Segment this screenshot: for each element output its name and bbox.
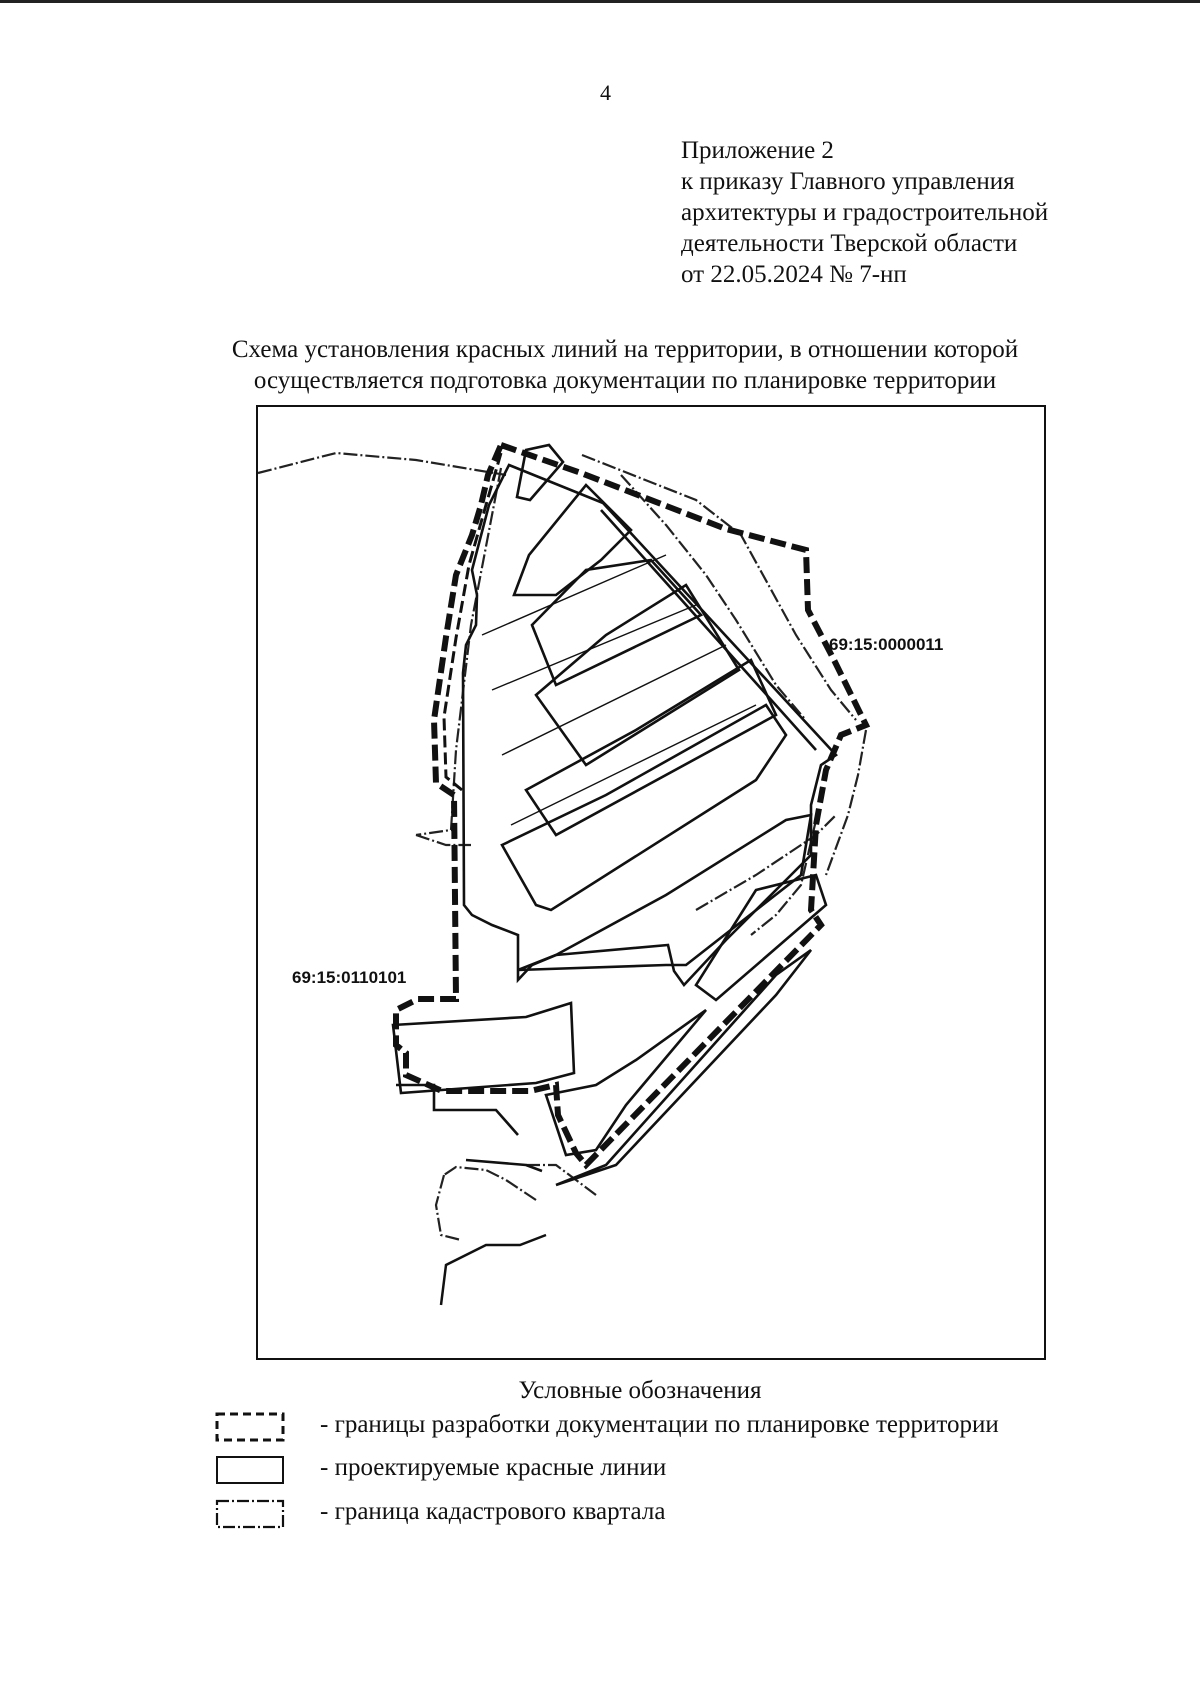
- block: [515, 443, 565, 502]
- block: [524, 658, 778, 837]
- block: [534, 583, 741, 767]
- cadastral-number-west: 69:15:0110101: [292, 968, 406, 987]
- block: [694, 873, 828, 1002]
- page-number: 4: [600, 80, 611, 105]
- appendix-line: к приказу Главного управления: [681, 168, 1015, 195]
- appendix-line: архитектуры и градостроительной: [681, 199, 1049, 226]
- block: [555, 948, 813, 1187]
- designed-red-lines: [391, 443, 838, 1187]
- dash-dot-boundary-swatch: [215, 1499, 285, 1529]
- appendix-line: Приложение 2: [681, 137, 834, 164]
- solid-boundary-swatch: [216, 1456, 284, 1484]
- scheme-title-line: осуществляется подготовка документации п…: [253, 367, 997, 394]
- dashed-boundary-swatch: [215, 1412, 285, 1442]
- appendix-line: от 22.05.2024 № 7-нп: [681, 261, 907, 288]
- legend-label: - границы разработки документации по пла…: [320, 1411, 999, 1438]
- map-border: [256, 405, 1046, 1360]
- block: [517, 813, 813, 972]
- scheme-title-line: Схема установления красных линий на терр…: [231, 336, 1019, 363]
- planning-scheme-map: 69:15:0000011 69:15:0110101: [256, 405, 1046, 1360]
- cadastral-number-east: 69:15:0000011: [829, 635, 943, 654]
- cadastral-quarter-boundary: [257, 451, 868, 1242]
- legend-item-cadastral-boundary: - граница кадастрового квартала: [214, 1496, 1154, 1534]
- legend-label: - граница кадастрового квартала: [320, 1498, 666, 1525]
- block: [500, 703, 788, 912]
- block: [530, 558, 704, 687]
- legend-label: - проектируемые красные линии: [320, 1454, 667, 1481]
- block: [512, 483, 633, 597]
- appendix-line: деятельности Тверской области: [681, 230, 1018, 257]
- scheme-title: Схема установления красных линий на терр…: [150, 334, 1100, 396]
- planning-boundary: [393, 441, 871, 1170]
- block: [544, 1008, 707, 1157]
- legend-item-planning-boundary: - границы разработки документации по пла…: [214, 1409, 1154, 1447]
- appendix-header: Приложение 2 к приказу Главного управлен…: [681, 135, 1121, 290]
- block: [391, 1001, 576, 1095]
- legend-title: Условные обозначения: [518, 1377, 762, 1404]
- page-top-edge: [0, 0, 1200, 3]
- legend-item-red-lines: - проектируемые красные линии: [214, 1452, 1154, 1490]
